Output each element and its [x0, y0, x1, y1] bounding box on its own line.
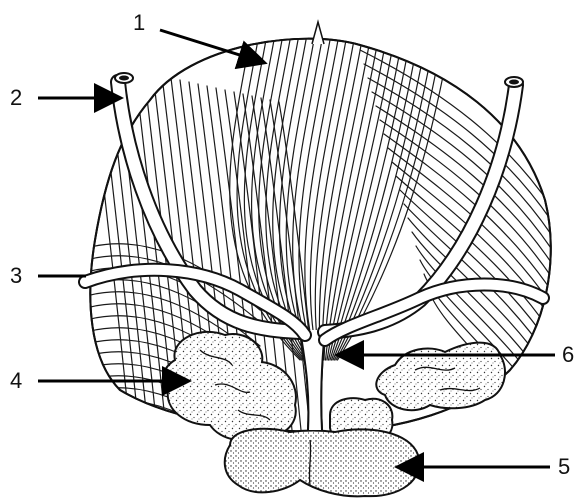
label-5: 5 — [558, 454, 570, 479]
label-1: 1 — [133, 10, 145, 35]
label-5-group: 5 — [400, 454, 570, 479]
prostate-base — [225, 429, 419, 496]
label-2-group: 2 — [10, 85, 118, 110]
label-4: 4 — [10, 368, 22, 393]
label-3-group: 3 — [10, 263, 86, 288]
label-2: 2 — [10, 85, 22, 110]
label-6: 6 — [562, 342, 574, 367]
label-3: 3 — [10, 263, 22, 288]
